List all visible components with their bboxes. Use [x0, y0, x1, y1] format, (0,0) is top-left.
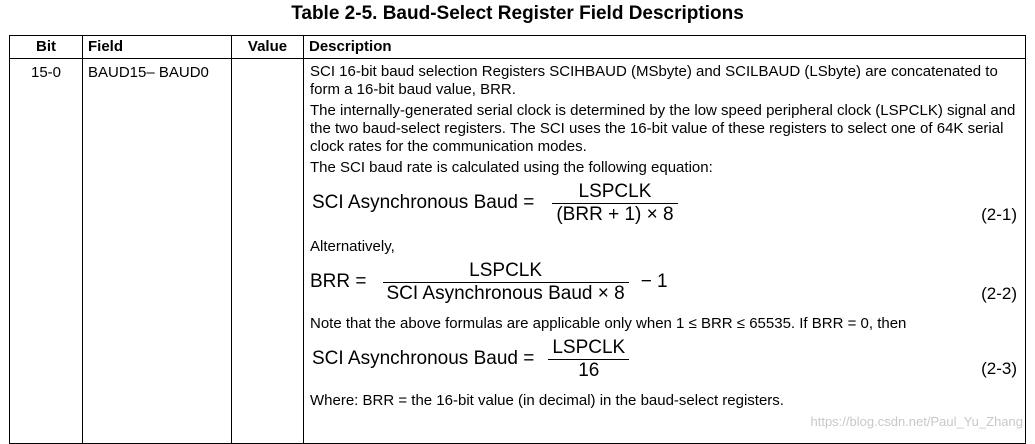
table-title: Table 2-5. Baud-Select Register Field De… [291, 3, 744, 24]
equation-2-2-lhs: BRR = [310, 271, 367, 292]
description-paragraph-1: SCI 16-bit baud selection Registers SCIH… [310, 63, 998, 98]
cell-bit: 15-0 [9, 58, 83, 444]
description-paragraph-4: Alternatively, [310, 238, 395, 255]
header-value: Value [231, 35, 304, 59]
equation-2-3-numerator: LSPCLK [552, 336, 626, 358]
fraction-bar [382, 281, 629, 283]
register-field-table: Bit Field Value Description 15-0 BAUD15–… [9, 35, 1026, 444]
cell-value [231, 58, 304, 444]
equation-2-1-denominator: (BRR + 1) × 8 [556, 203, 674, 225]
equation-2-2-number: (2-2) [981, 284, 1017, 303]
equation-2-1-numerator: LSPCLK [578, 180, 652, 202]
description-paragraph-3: The SCI baud rate is calculated using th… [310, 159, 713, 176]
equation-2-1: SCI Asynchronous Baud = LSPCLK (BRR + 1)… [312, 180, 1019, 226]
equation-2-3-denominator: 16 [578, 359, 600, 381]
table-row: 15-0 BAUD15– BAUD0 SCI 16-bit baud selec… [9, 58, 1026, 444]
equation-2-3-number: (2-3) [981, 359, 1017, 378]
header-bit: Bit [9, 35, 83, 59]
table-header-row: Bit Field Value Description [9, 35, 1026, 59]
equation-2-2-numerator: LSPCLK [469, 259, 543, 281]
equation-2-3: SCI Asynchronous Baud = LSPCLK 16 (2-3) [312, 336, 1019, 382]
equation-2-2-denominator: SCI Asynchronous Baud × 8 [386, 282, 625, 304]
header-field: Field [82, 35, 232, 59]
fraction-bar [552, 202, 678, 204]
fraction-bar [548, 358, 630, 360]
equation-2-1-fraction: LSPCLK (BRR + 1) × 8 [552, 180, 678, 226]
header-description: Description [303, 35, 1026, 59]
equation-2-2: BRR = LSPCLK SCI Asynchronous Baud × 8 −… [310, 259, 1019, 305]
equation-2-1-lhs: SCI Asynchronous Baud = [312, 192, 535, 213]
cell-field: BAUD15– BAUD0 [82, 58, 232, 444]
equation-2-1-number: (2-1) [981, 205, 1017, 224]
description-paragraph-6: Where: BRR = the 16-bit value (in decima… [310, 392, 784, 409]
description-paragraph-5: Note that the above formulas are applica… [310, 315, 907, 332]
watermark-text: https://blog.csdn.net/Paul_Yu_Zhang [810, 414, 1024, 429]
equation-2-3-fraction: LSPCLK 16 [548, 336, 630, 382]
equation-2-3-lhs: SCI Asynchronous Baud = [312, 348, 535, 369]
equation-2-2-fraction: LSPCLK SCI Asynchronous Baud × 8 [382, 259, 629, 305]
cell-description: SCI 16-bit baud selection Registers SCIH… [303, 58, 1026, 444]
description-paragraph-2: The internally-generated serial clock is… [310, 102, 1016, 155]
equation-2-2-tail: − 1 [640, 271, 668, 292]
